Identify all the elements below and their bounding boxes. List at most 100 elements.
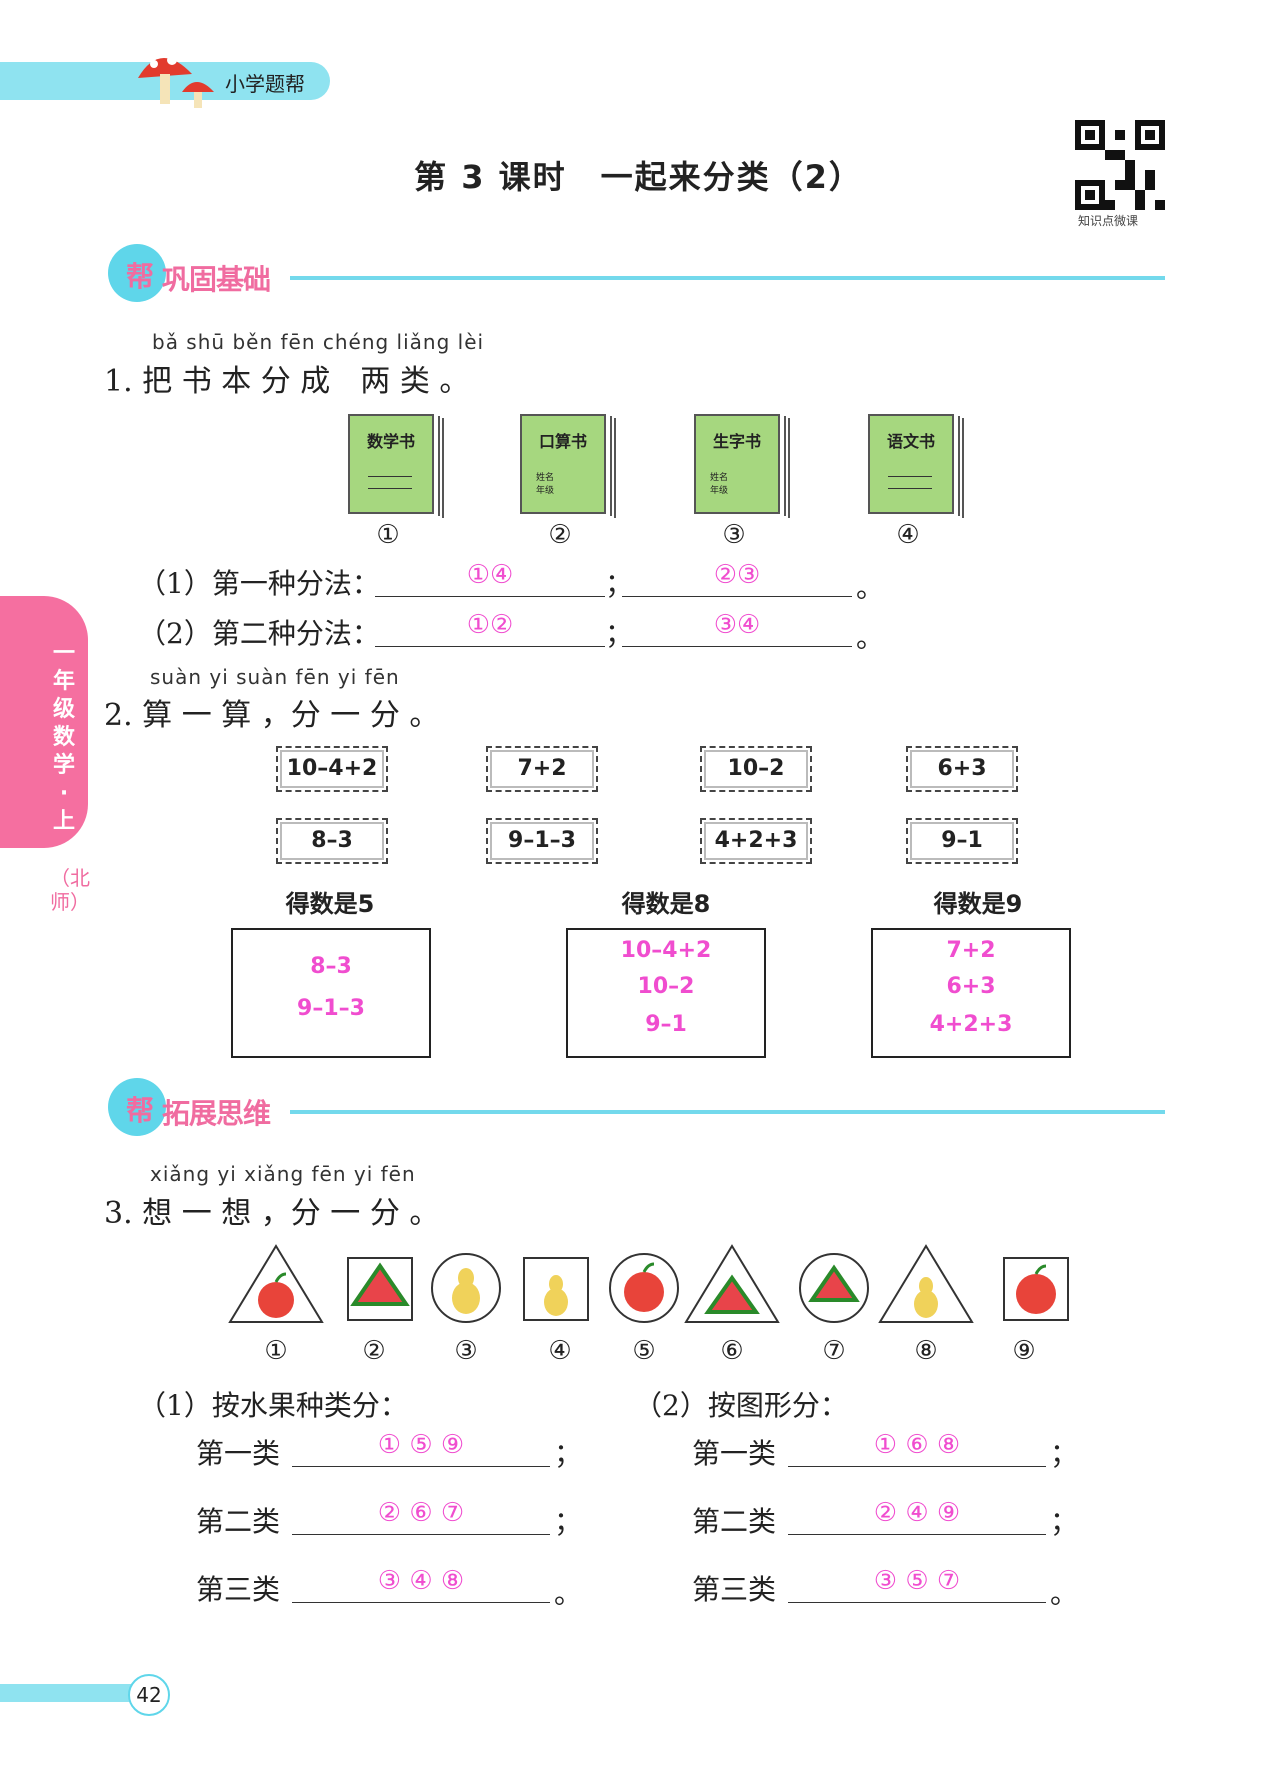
qr-caption: 知识点微课 (1078, 214, 1139, 228)
expression-card[interactable]: 9–1–3 (486, 818, 598, 864)
side-tab-label: 一年级数学·上 (52, 641, 75, 834)
class-label: 第三类 (196, 1573, 281, 1606)
period: 。 (856, 571, 885, 604)
side-tab (0, 596, 88, 848)
book-small-label: 姓名 年级 (710, 473, 729, 496)
expression-card[interactable]: 6+3 (906, 746, 1018, 792)
book-line (888, 476, 932, 477)
book-title: 数学书 (366, 432, 415, 451)
separator: ； (605, 567, 634, 600)
apple-in-square-icon (1003, 1257, 1069, 1321)
q1-method1-answer-b[interactable]: ②③ (622, 560, 852, 597)
p1-class2-answer[interactable]: ② ⑥ ⑦ (292, 1498, 550, 1535)
box-answer: 6+3 (946, 974, 996, 999)
section-title-extend: 拓展思维 (162, 1097, 271, 1130)
pear-in-circle-icon (431, 1253, 501, 1323)
apple-in-triangle-icon (228, 1244, 324, 1323)
section-badge-char: 帮 (126, 1094, 154, 1127)
book-line (368, 476, 412, 477)
book-1: 数学书 (348, 414, 434, 514)
brand-label: 小学题帮 (225, 72, 305, 96)
item-number: ⑤ (632, 1336, 656, 1366)
book-number: ① (376, 520, 400, 550)
p2-class3-answer[interactable]: ③ ⑤ ⑦ (788, 1566, 1046, 1603)
q1-method2-answer-a[interactable]: ①② (375, 610, 605, 647)
p1-class3-answer[interactable]: ③ ④ ⑧ (292, 1566, 550, 1603)
apple-in-circle-icon (609, 1253, 679, 1323)
book-line (888, 488, 932, 489)
book-number: ③ (722, 520, 746, 550)
expression-card[interactable]: 7+2 (486, 746, 598, 792)
separator: ； (605, 617, 634, 650)
item-number: ⑨ (1012, 1336, 1036, 1366)
section-title-basic: 巩固基础 (162, 263, 271, 296)
box-answer: 7+2 (946, 938, 996, 963)
class-label: 第一类 (692, 1437, 777, 1470)
item-number: ④ (548, 1336, 572, 1366)
book-line (368, 488, 412, 489)
side-edition-label: （北师） (50, 866, 90, 914)
item-number: ⑧ (914, 1336, 938, 1366)
answer-box-8[interactable]: 10–4+2 10–2 9–1 (566, 928, 766, 1058)
q2-pinyin: suàn yi suàn fēn yi fēn (150, 665, 400, 689)
q3-part1-label: （1）按水果种类分： (138, 1389, 408, 1422)
p2-class1-answer[interactable]: ① ⑥ ⑧ (788, 1430, 1046, 1467)
class-label: 第一类 (196, 1437, 281, 1470)
group-label: 得数是5 (285, 890, 375, 918)
q1-method2-label: （2）第二种分法： (138, 617, 380, 650)
watermelon-in-square-icon (347, 1257, 413, 1321)
semicolon: ； (554, 1505, 583, 1538)
expression-card[interactable]: 10–2 (700, 746, 812, 792)
item-number: ② (362, 1336, 386, 1366)
q1-stem: 1. 把 书 本 分 成 两 类 。 (104, 364, 470, 399)
expression-card[interactable]: 9–1 (906, 818, 1018, 864)
book-number: ④ (896, 520, 920, 550)
section-badge (108, 244, 166, 302)
q1-pinyin: bǎ shū běn fēn chéng liǎng lèi (152, 330, 485, 354)
book-small-label: 姓名 年级 (536, 473, 555, 496)
book-4: 语文书 (868, 414, 954, 514)
q1-method1-answer-a[interactable]: ①④ (375, 560, 605, 597)
box-answer: 10–4+2 (620, 938, 712, 963)
section-divider (290, 1110, 1165, 1114)
group-label: 得数是9 (933, 890, 1023, 918)
class-label: 第三类 (692, 1573, 777, 1606)
q3-stem: 3. 想 一 想 ，分 一 分 。 (104, 1196, 440, 1231)
group-label: 得数是8 (621, 890, 711, 918)
expression-card[interactable]: 4+2+3 (700, 818, 812, 864)
watermelon-in-triangle-icon (684, 1244, 780, 1323)
pear-in-triangle-icon (878, 1244, 974, 1323)
expression-card[interactable]: 10–4+2 (276, 746, 388, 792)
box-answer: 8–3 (310, 954, 352, 979)
fruit-shapes-row (228, 1244, 1069, 1323)
expression-card[interactable]: 8–3 (276, 818, 388, 864)
answer-box-9[interactable]: 7+2 6+3 4+2+3 (871, 928, 1071, 1058)
box-answer: 4+2+3 (929, 1012, 1013, 1037)
qr-code-icon[interactable] (1075, 120, 1165, 210)
q2-stem: 2. 算 一 算 ，分 一 分 。 (104, 698, 440, 733)
q1-method1-label: （1）第一种分法： (138, 567, 380, 600)
p1-class1-answer[interactable]: ① ⑤ ⑨ (292, 1430, 550, 1467)
section-divider (290, 276, 1165, 280)
q1-method2-answer-b[interactable]: ③④ (622, 610, 852, 647)
answer-box-5[interactable]: 8–3 9–1–3 (231, 928, 431, 1058)
mushroom-icon (138, 55, 214, 108)
box-answer: 10–2 (637, 974, 695, 999)
class-label: 第二类 (692, 1505, 777, 1538)
footer-band (0, 1684, 140, 1702)
item-number: ⑥ (720, 1336, 744, 1366)
pear-in-square-icon (523, 1257, 589, 1321)
item-number: ③ (454, 1336, 478, 1366)
book-number: ② (548, 520, 572, 550)
q3-pinyin: xiǎng yi xiǎng fēn yi fēn (150, 1162, 416, 1186)
box-answer: 9–1–3 (297, 996, 365, 1021)
box-answer: 9–1 (645, 1012, 687, 1037)
period: 。 (554, 1577, 583, 1610)
period: 。 (1050, 1577, 1079, 1610)
book-title: 语文书 (886, 432, 935, 451)
item-number: ① (264, 1336, 288, 1366)
p2-class2-answer[interactable]: ② ④ ⑨ (788, 1498, 1046, 1535)
book-title: 口算书 (538, 432, 587, 451)
class-label: 第二类 (196, 1505, 281, 1538)
watermelon-in-circle-icon (799, 1253, 869, 1323)
